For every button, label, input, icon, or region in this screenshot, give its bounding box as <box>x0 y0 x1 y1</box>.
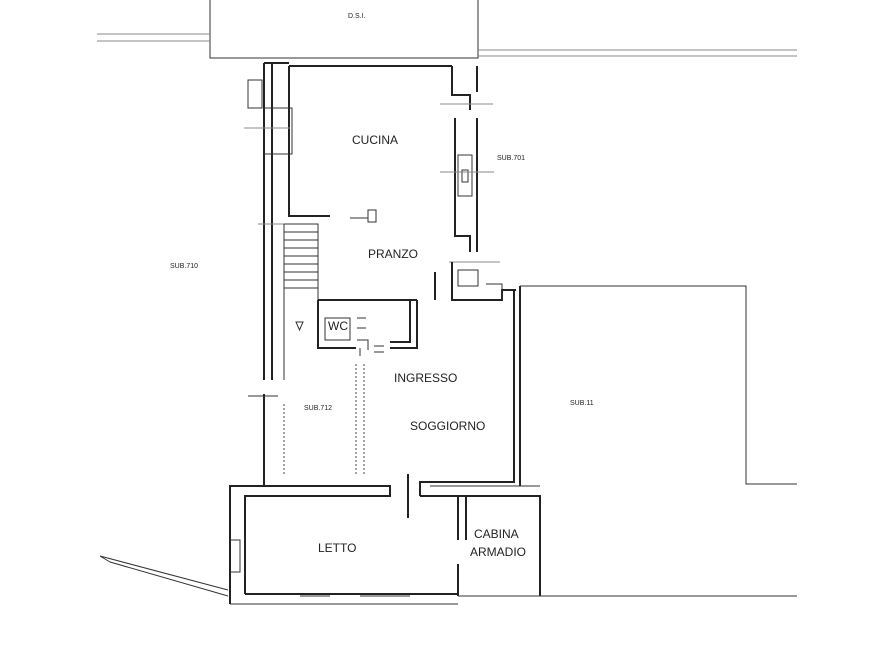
label-pranzo: PRANZO <box>368 247 418 261</box>
label-sub710: SUB.710 <box>170 263 198 270</box>
label-armadio: ARMADIO <box>470 545 526 559</box>
label-cabina: CABINA <box>474 527 519 541</box>
label-dsi: D.S.I. <box>348 13 366 20</box>
label-soggiorno: SOGGIORNO <box>410 419 485 433</box>
label-sub701: SUB.701 <box>497 155 525 162</box>
label-wc: WC <box>328 319 348 333</box>
walls <box>97 0 797 605</box>
label-letto: LETTO <box>318 541 356 555</box>
room-labels: D.S.I. CUCINA SUB.701 SUB.710 PRANZO WC … <box>170 13 594 559</box>
label-cucina: CUCINA <box>352 133 398 147</box>
label-sub11: SUB.11 <box>570 400 594 407</box>
label-sub712: SUB.712 <box>304 405 332 412</box>
label-ingresso: INGRESSO <box>394 371 457 385</box>
